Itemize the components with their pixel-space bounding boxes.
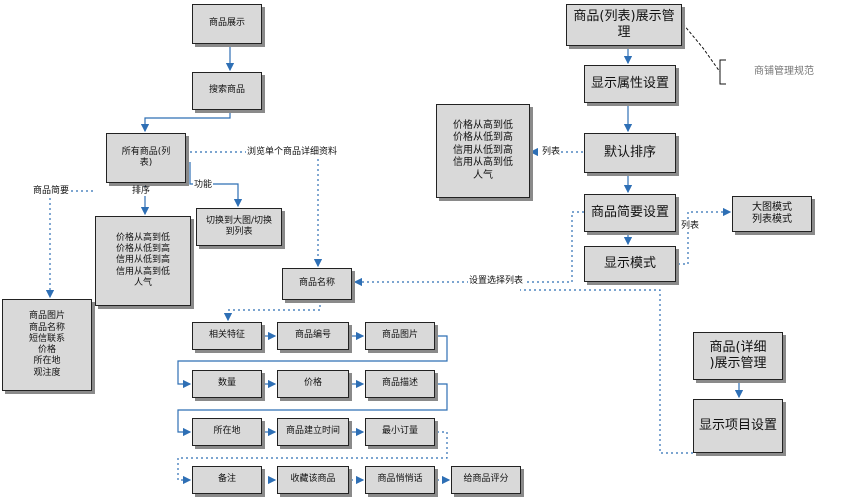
- edge-all-to-switch: [189, 162, 243, 208]
- node-search-product: 搜索商品: [192, 72, 262, 110]
- node-detail-display-mgmt: 商品(详细 )展示管理: [693, 332, 783, 380]
- sort-option: 人气: [133, 277, 152, 288]
- node-sort-options: 价格从高到低 价格从低到高 信用从低到高 信用从高到低 人气: [95, 216, 191, 306]
- brief-field: 商品名称: [28, 322, 65, 333]
- field-whisper: 商品悄悄话: [365, 466, 435, 494]
- label-browse-detail: 浏览单个商品详细资料: [246, 147, 339, 157]
- note-bracket: [719, 59, 726, 85]
- field-min-order: 最小订量: [365, 418, 435, 446]
- node-modes: 大图模式 列表模式: [732, 196, 812, 232]
- node-all-products: 所有商品(列 表): [106, 133, 186, 183]
- label-sort: 排序: [131, 186, 152, 196]
- brief-field: 所在地: [33, 356, 61, 367]
- sort-option: 价格从高到低: [115, 232, 170, 243]
- node-brief-settings: 商品简要设置: [584, 194, 676, 232]
- field-product-image: 商品图片: [365, 322, 435, 350]
- node-note: 商铺管理规范: [754, 65, 814, 77]
- label-feature: 功能: [193, 180, 214, 190]
- sort-option: 信用从高到低: [115, 266, 170, 277]
- brief-field: 价格: [37, 345, 56, 355]
- note-leader: [682, 23, 721, 73]
- field-created-time: 商品建立时间: [277, 418, 349, 446]
- field-description: 商品描述: [365, 370, 435, 398]
- node-display-item-settings: 显示项目设置: [693, 399, 783, 453]
- node-display-mode: 显示模式: [584, 246, 676, 282]
- brief-field: 短信联系: [28, 333, 65, 344]
- field-rating: 给商品评分: [451, 466, 521, 494]
- sort-list-item: 信用从低到高: [453, 144, 513, 156]
- field-quantity: 数量: [192, 370, 262, 398]
- field-related-features: 相关特征: [192, 322, 262, 350]
- node-product-name: 商品名称: [282, 268, 352, 300]
- sort-option: 信用从低到高: [115, 255, 170, 266]
- label-brief: 商品简要: [32, 186, 71, 196]
- field-location: 所在地: [192, 418, 262, 446]
- label-list: 列表: [541, 147, 562, 157]
- sort-list-item: 价格从低到高: [453, 132, 513, 144]
- node-product-display: 商品展示: [192, 4, 262, 44]
- node-display-attr-settings: 显示属性设置: [584, 65, 676, 103]
- sort-list-item: 价格从高到低: [453, 119, 513, 131]
- field-price: 价格: [277, 370, 349, 398]
- node-sort-list: 价格从高到低 价格从低到高 信用从低到高 信用从高到低 人气: [436, 104, 530, 198]
- edge-search-to-all: [140, 110, 231, 133]
- sort-option: 价格从低到高: [115, 244, 170, 255]
- brief-field: 商品图片: [28, 311, 65, 322]
- mode-item: 大图模式: [752, 201, 792, 213]
- node-brief-fields: 商品图片 商品名称 短信联系 价格 所在地 观注度: [2, 299, 92, 391]
- label-list-mode: 列表: [680, 221, 701, 231]
- field-remarks: 备注: [192, 466, 262, 494]
- sort-list-item: 信用从高到低: [453, 157, 513, 169]
- node-list-display-mgmt: 商品(列表)展示管 理: [566, 4, 682, 46]
- label-set-select-list: 设置选择列表: [468, 276, 525, 286]
- node-switch-view: 切换到大图/切换 到列表: [196, 208, 282, 246]
- field-favorite: 收藏该商品: [277, 466, 349, 494]
- field-product-id: 商品编号: [277, 322, 349, 350]
- sort-list-item: 人气: [473, 169, 493, 181]
- mode-item: 列表模式: [752, 214, 792, 225]
- node-default-sort: 默认排序: [584, 133, 676, 173]
- brief-field: 观注度: [33, 367, 61, 378]
